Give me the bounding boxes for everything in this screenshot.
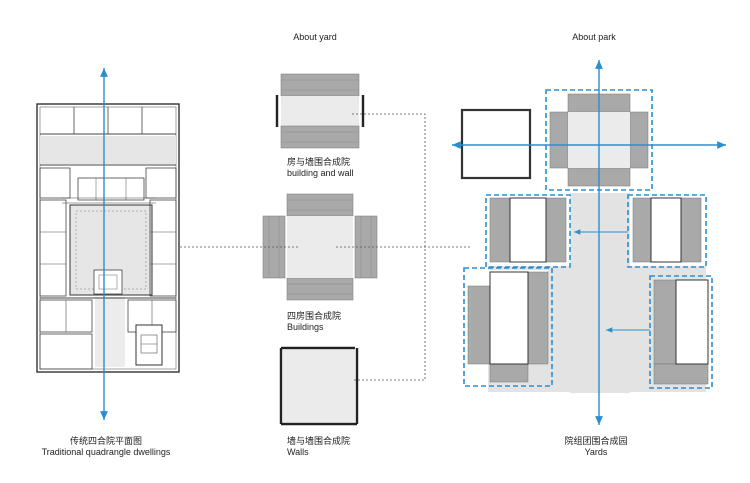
- header-about-yard: About yard: [293, 32, 337, 42]
- walls-diagram: [279, 346, 359, 426]
- label-traditional-en: Traditional quadrangle dwellings: [41, 447, 171, 457]
- label-building-wall-en: building and wall: [287, 168, 354, 178]
- label-buildings-cn: 四房围合成院: [287, 311, 342, 321]
- label-yards-cn: 院组团围合成园: [564, 436, 628, 446]
- label-traditional-cn: 传统四合院平面图: [69, 436, 143, 446]
- park-walled-yard: [460, 108, 532, 180]
- plan-front-yard: [40, 136, 176, 164]
- traditional-plan: [36, 103, 180, 373]
- park-yard-bottom-right: [649, 275, 713, 389]
- building-bottom: [280, 125, 360, 149]
- label-buildings-en: Buildings: [287, 322, 324, 332]
- label-walls-cn: 墙与墙围合成院: [287, 436, 351, 446]
- building-top: [280, 73, 360, 97]
- park-yard-mid-left: [485, 194, 571, 268]
- label-yards-en: Yards: [584, 447, 608, 457]
- label-walls-en: Walls: [287, 447, 309, 457]
- label-building-wall-cn: 房与墙围合成院: [287, 157, 351, 167]
- yard-center: [281, 96, 359, 126]
- park-yard-mid-right: [627, 194, 707, 268]
- dotted-connectors: [180, 113, 470, 381]
- building-and-wall-diagram: [275, 73, 365, 149]
- header-about-park: About park: [572, 32, 616, 42]
- park-yard-bottom-left: [463, 267, 553, 387]
